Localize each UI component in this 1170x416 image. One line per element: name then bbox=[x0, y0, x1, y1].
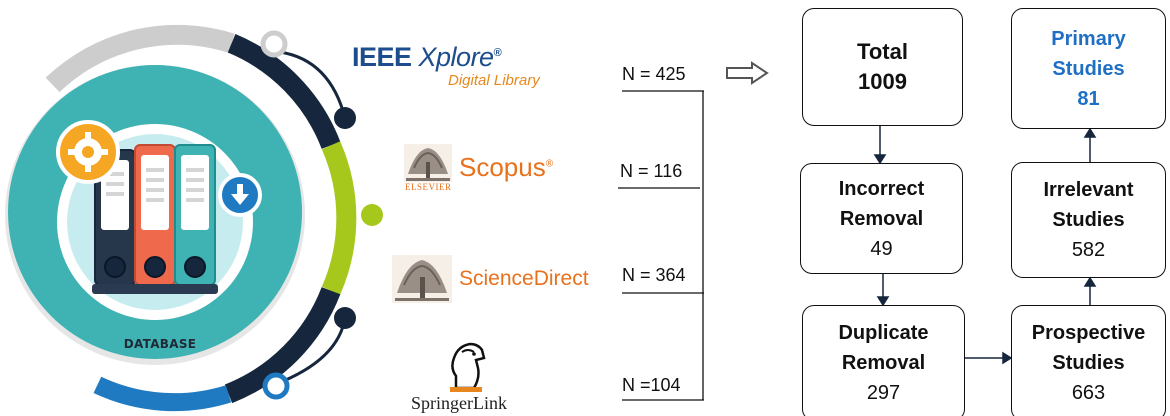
elsevier-tree-icon bbox=[404, 144, 452, 182]
box-prospective-title-2: Studies bbox=[1052, 352, 1125, 374]
box-total-value: 1009 bbox=[858, 69, 907, 94]
hollow-right-arrow bbox=[726, 61, 769, 85]
box-duplicate-title-1: Duplicate bbox=[838, 322, 929, 344]
connector-top bbox=[279, 50, 347, 119]
box-incorrect-title-1: Incorrect bbox=[838, 177, 925, 200]
ieee-xplore-logo: IEEE Xplore® Digital Library bbox=[352, 42, 552, 112]
springer-horse-icon bbox=[450, 342, 486, 392]
dot-blue bbox=[262, 372, 290, 400]
box-incorrect-value: 49 bbox=[870, 237, 893, 260]
box-total-title: Total bbox=[857, 39, 908, 64]
box-prospective-value: 663 bbox=[1071, 382, 1106, 404]
source-bracket bbox=[618, 90, 704, 401]
box-duplicate-title-2: Removal bbox=[841, 352, 926, 374]
box-prospective-studies: Prospective Studies 663 bbox=[1011, 305, 1166, 416]
box-prospective-title-1: Prospective bbox=[1031, 322, 1146, 344]
flow-arrows bbox=[873, 126, 1097, 365]
box-incorrect-title-2: Removal bbox=[839, 207, 924, 230]
ieee-xplore-wordmark: IEEE Xplore® bbox=[352, 42, 502, 72]
sciencedirect-count: N = 364 bbox=[622, 265, 686, 285]
sciencedirect-logo: ScienceDirect bbox=[459, 267, 589, 290]
ring-arc-lime bbox=[321, 141, 357, 295]
ring-arc-blue bbox=[93, 376, 232, 412]
springerlink-count: N =104 bbox=[622, 375, 681, 395]
sciencedirect-tree-icon bbox=[392, 255, 452, 303]
ring-arc-navy-bottom bbox=[224, 286, 341, 404]
box-irrelevant-studies: Irrelevant Studies 582 bbox=[1011, 162, 1166, 278]
dot-lime bbox=[361, 204, 383, 226]
box-incorrect-removal: Incorrect Removal 49 bbox=[800, 163, 963, 274]
ieee-subtitle: Digital Library bbox=[448, 72, 540, 89]
download-icon bbox=[218, 173, 262, 217]
box-irrelevant-title-1: Irrelevant bbox=[1043, 179, 1134, 201]
box-irrelevant-title-2: Studies bbox=[1052, 209, 1125, 231]
box-primary-title-2: Studies bbox=[1052, 57, 1125, 80]
database-label: DATABASE bbox=[123, 337, 197, 351]
dot-navy-bottom bbox=[334, 307, 356, 329]
box-primary-value: 81 bbox=[1077, 87, 1100, 110]
springerlink-logo: SpringerLink bbox=[411, 393, 507, 413]
ring-arc-gray bbox=[45, 24, 235, 93]
gear-icon bbox=[56, 120, 120, 184]
scopus-logo: Scopus® bbox=[459, 152, 554, 182]
database-illustration bbox=[5, 24, 383, 412]
ieee-count: N = 425 bbox=[622, 64, 686, 84]
binders bbox=[92, 144, 218, 294]
ring-arc-navy-top bbox=[227, 34, 341, 150]
box-irrelevant-value: 582 bbox=[1071, 239, 1106, 261]
box-primary-title-1: Primary bbox=[1051, 27, 1126, 50]
scopus-count: N = 116 bbox=[620, 161, 683, 181]
scopus-name: Scopus bbox=[459, 152, 546, 182]
box-primary-studies: Primary Studies 81 bbox=[1011, 8, 1166, 129]
elsevier-label: ELSEVIER bbox=[405, 182, 452, 192]
box-duplicate-value: 297 bbox=[866, 382, 901, 404]
dot-gray bbox=[260, 30, 288, 58]
dot-navy-top bbox=[334, 107, 356, 129]
box-duplicate-removal: Duplicate Removal 297 bbox=[802, 305, 965, 416]
box-total: Total 1009 bbox=[802, 8, 963, 126]
